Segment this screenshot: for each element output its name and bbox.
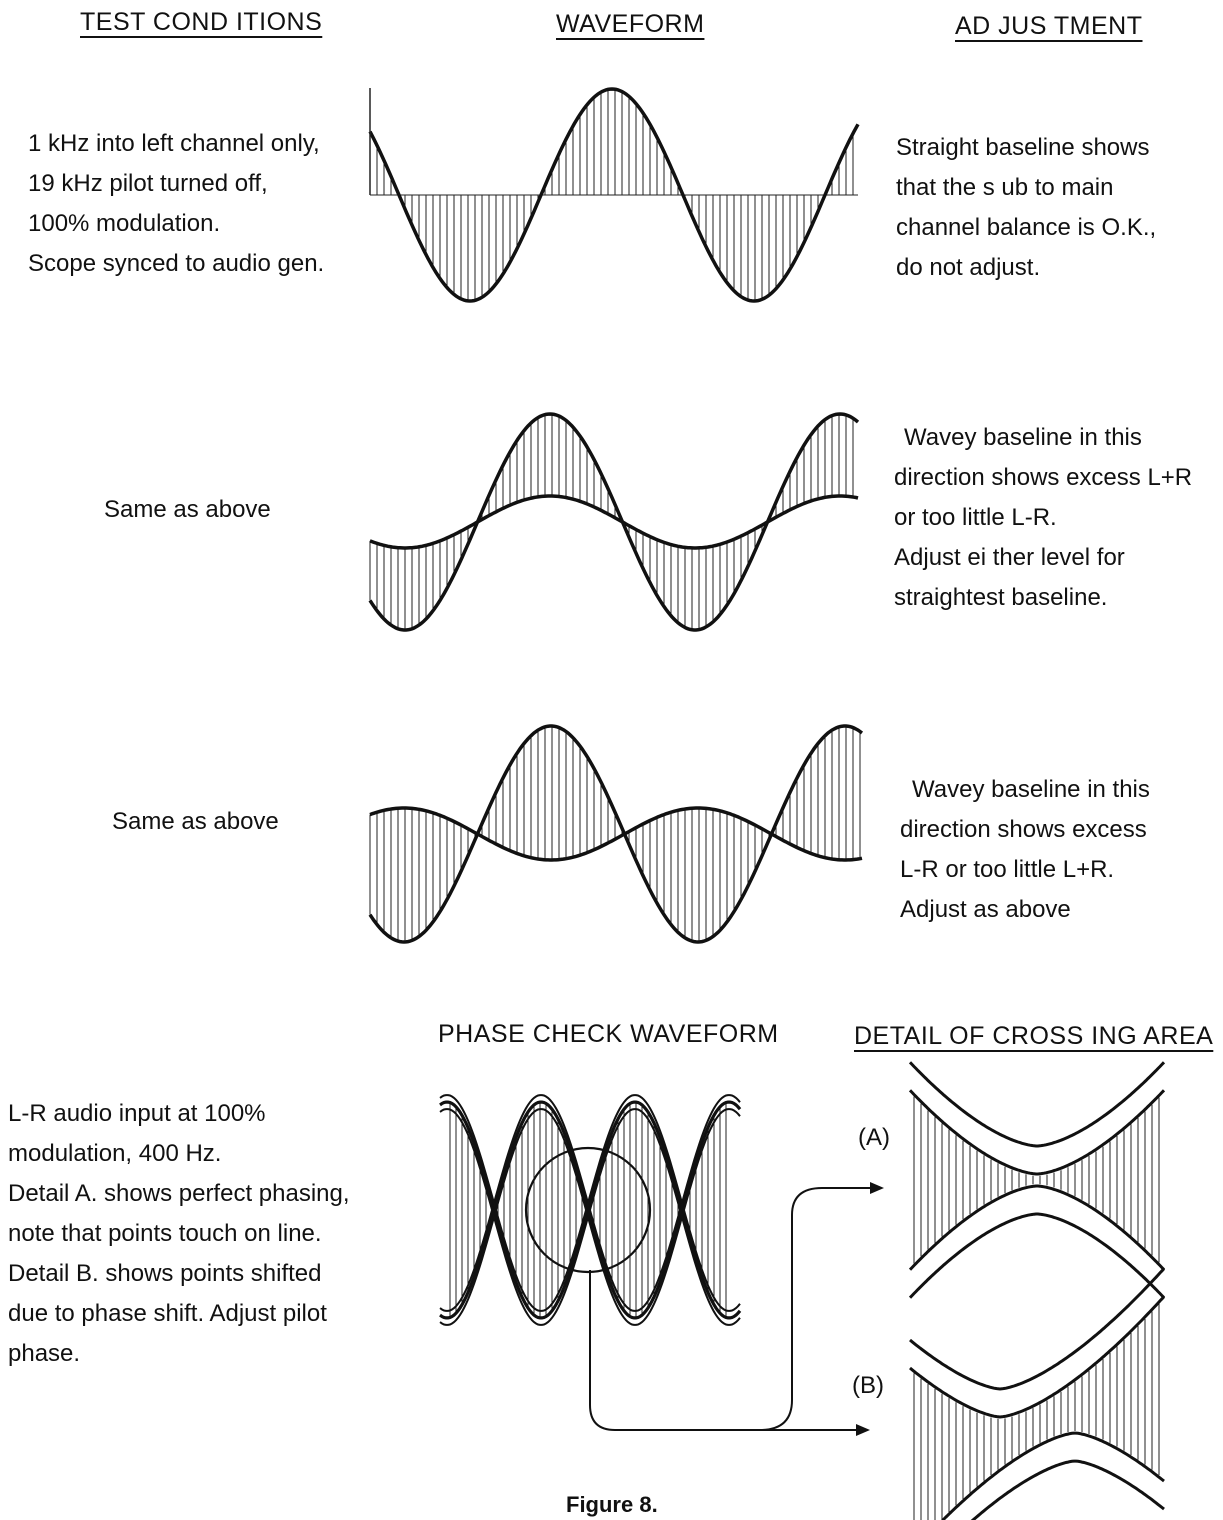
inner-upper-curve [909, 1295, 1166, 1419]
outer-upper-curve [909, 1267, 1166, 1391]
row1-adjustment-line: that the s ub to main [896, 174, 1114, 201]
wavey-baseline [369, 494, 859, 550]
phase-condition: L-R audio input at 100% modulation, 400 … [8, 1094, 350, 1374]
outer-upper-curve [908, 1061, 1166, 1148]
sine-envelope [368, 87, 860, 303]
row1-condition-line: 1 kHz into left channel only, [28, 130, 320, 157]
header-waveform: WAVEFORM [556, 10, 705, 38]
row2-condition: Same as above [104, 490, 271, 530]
hatch-lines [913, 1096, 1160, 1264]
cosine-curve [439, 1108, 741, 1326]
detail-b-label: (B) [852, 1372, 884, 1399]
arrowhead-b [856, 1424, 870, 1436]
phase-condition-line: note that points touch on line. [8, 1220, 322, 1247]
row2-adjustment-line: direction shows excess L+R [894, 464, 1193, 491]
row1-adjustment-line: do not adjust. [896, 254, 1041, 281]
cosine-curve [439, 1094, 741, 1312]
row1-adjustment: Straight baseline shows that the s ub to… [896, 128, 1156, 288]
phase-condition-line: L-R audio input at 100% [8, 1100, 266, 1127]
inner-lower-curve [908, 1184, 1166, 1271]
row1-condition: 1 kHz into left channel only, 19 kHz pil… [28, 124, 324, 284]
phase-condition-line: phase. [8, 1340, 81, 1367]
row1-condition-line: 19 kHz pilot turned off, [28, 170, 268, 197]
phase-condition-line: Detail B. shows points shifted [8, 1260, 322, 1287]
phase-condition-line: Detail A. shows perfect phasing, [8, 1180, 350, 1207]
row2-adjustment-line: Wavey baseline in this [904, 424, 1142, 451]
row3-condition-line: Same as above [112, 808, 279, 835]
row3-adjustment: Wavey baseline in this direction shows e… [900, 770, 1150, 930]
hatch-lines [913, 1304, 1160, 1520]
inner-upper-curve [908, 1089, 1166, 1176]
row2-condition-line: Same as above [104, 496, 271, 523]
row2-adjustment-line: or too little L-R. [894, 504, 1057, 531]
row3-adjustment-line: Wavey baseline in this [912, 776, 1150, 803]
row3-adjustment-line: L-R or too little L+R. [900, 856, 1115, 883]
row3-adjustment-line: direction shows excess [900, 816, 1147, 843]
hatch-lines [449, 1102, 727, 1318]
sine-envelope [368, 724, 864, 944]
wavey-baseline [369, 806, 863, 862]
header-detail-crossing: DETAIL OF CROSS ING AREA [854, 1022, 1214, 1050]
header-adjustment: AD JUS TMENT [955, 12, 1143, 40]
sine-envelope [368, 412, 860, 632]
row1-condition-line: 100% modulation. [28, 210, 221, 237]
connector-line-a [589, 1187, 876, 1431]
row3-condition: Same as above [112, 802, 279, 842]
row1-adjustment-line: Straight baseline shows [896, 134, 1150, 161]
detail-a-label: (A) [858, 1124, 890, 1151]
row1-condition-line: Scope synced to audio gen. [28, 250, 325, 277]
row2-adjustment-line: straightest baseline. [894, 584, 1108, 611]
outer-lower-curve [908, 1212, 1166, 1299]
hatch-lines [369, 726, 861, 942]
row2-adjustment-line: Adjust ei ther level for [894, 544, 1125, 571]
crossing-circle [524, 1146, 652, 1274]
arrowhead-a [870, 1182, 884, 1194]
header-phase-check: PHASE CHECK WAVEFORM [438, 1020, 779, 1048]
inner-lower-curve [940, 1431, 1165, 1520]
outer-lower-curve [970, 1459, 1165, 1520]
row1-adjustment-line: channel balance is O.K., [896, 214, 1157, 241]
cosine-curve [439, 1100, 742, 1320]
sine-curve [439, 1100, 742, 1320]
row2-adjustment: Wavey baseline in this direction shows e… [894, 418, 1192, 618]
phase-condition-line: due to phase shift. Adjust pilot [8, 1300, 327, 1327]
phase-condition-line: modulation, 400 Hz. [8, 1140, 222, 1167]
sine-curve [439, 1108, 741, 1326]
header-test-conditions: TEST COND ITIONS [80, 8, 323, 36]
figure-caption: Figure 8. [566, 1492, 658, 1517]
row3-adjustment-line: Adjust as above [900, 896, 1071, 923]
